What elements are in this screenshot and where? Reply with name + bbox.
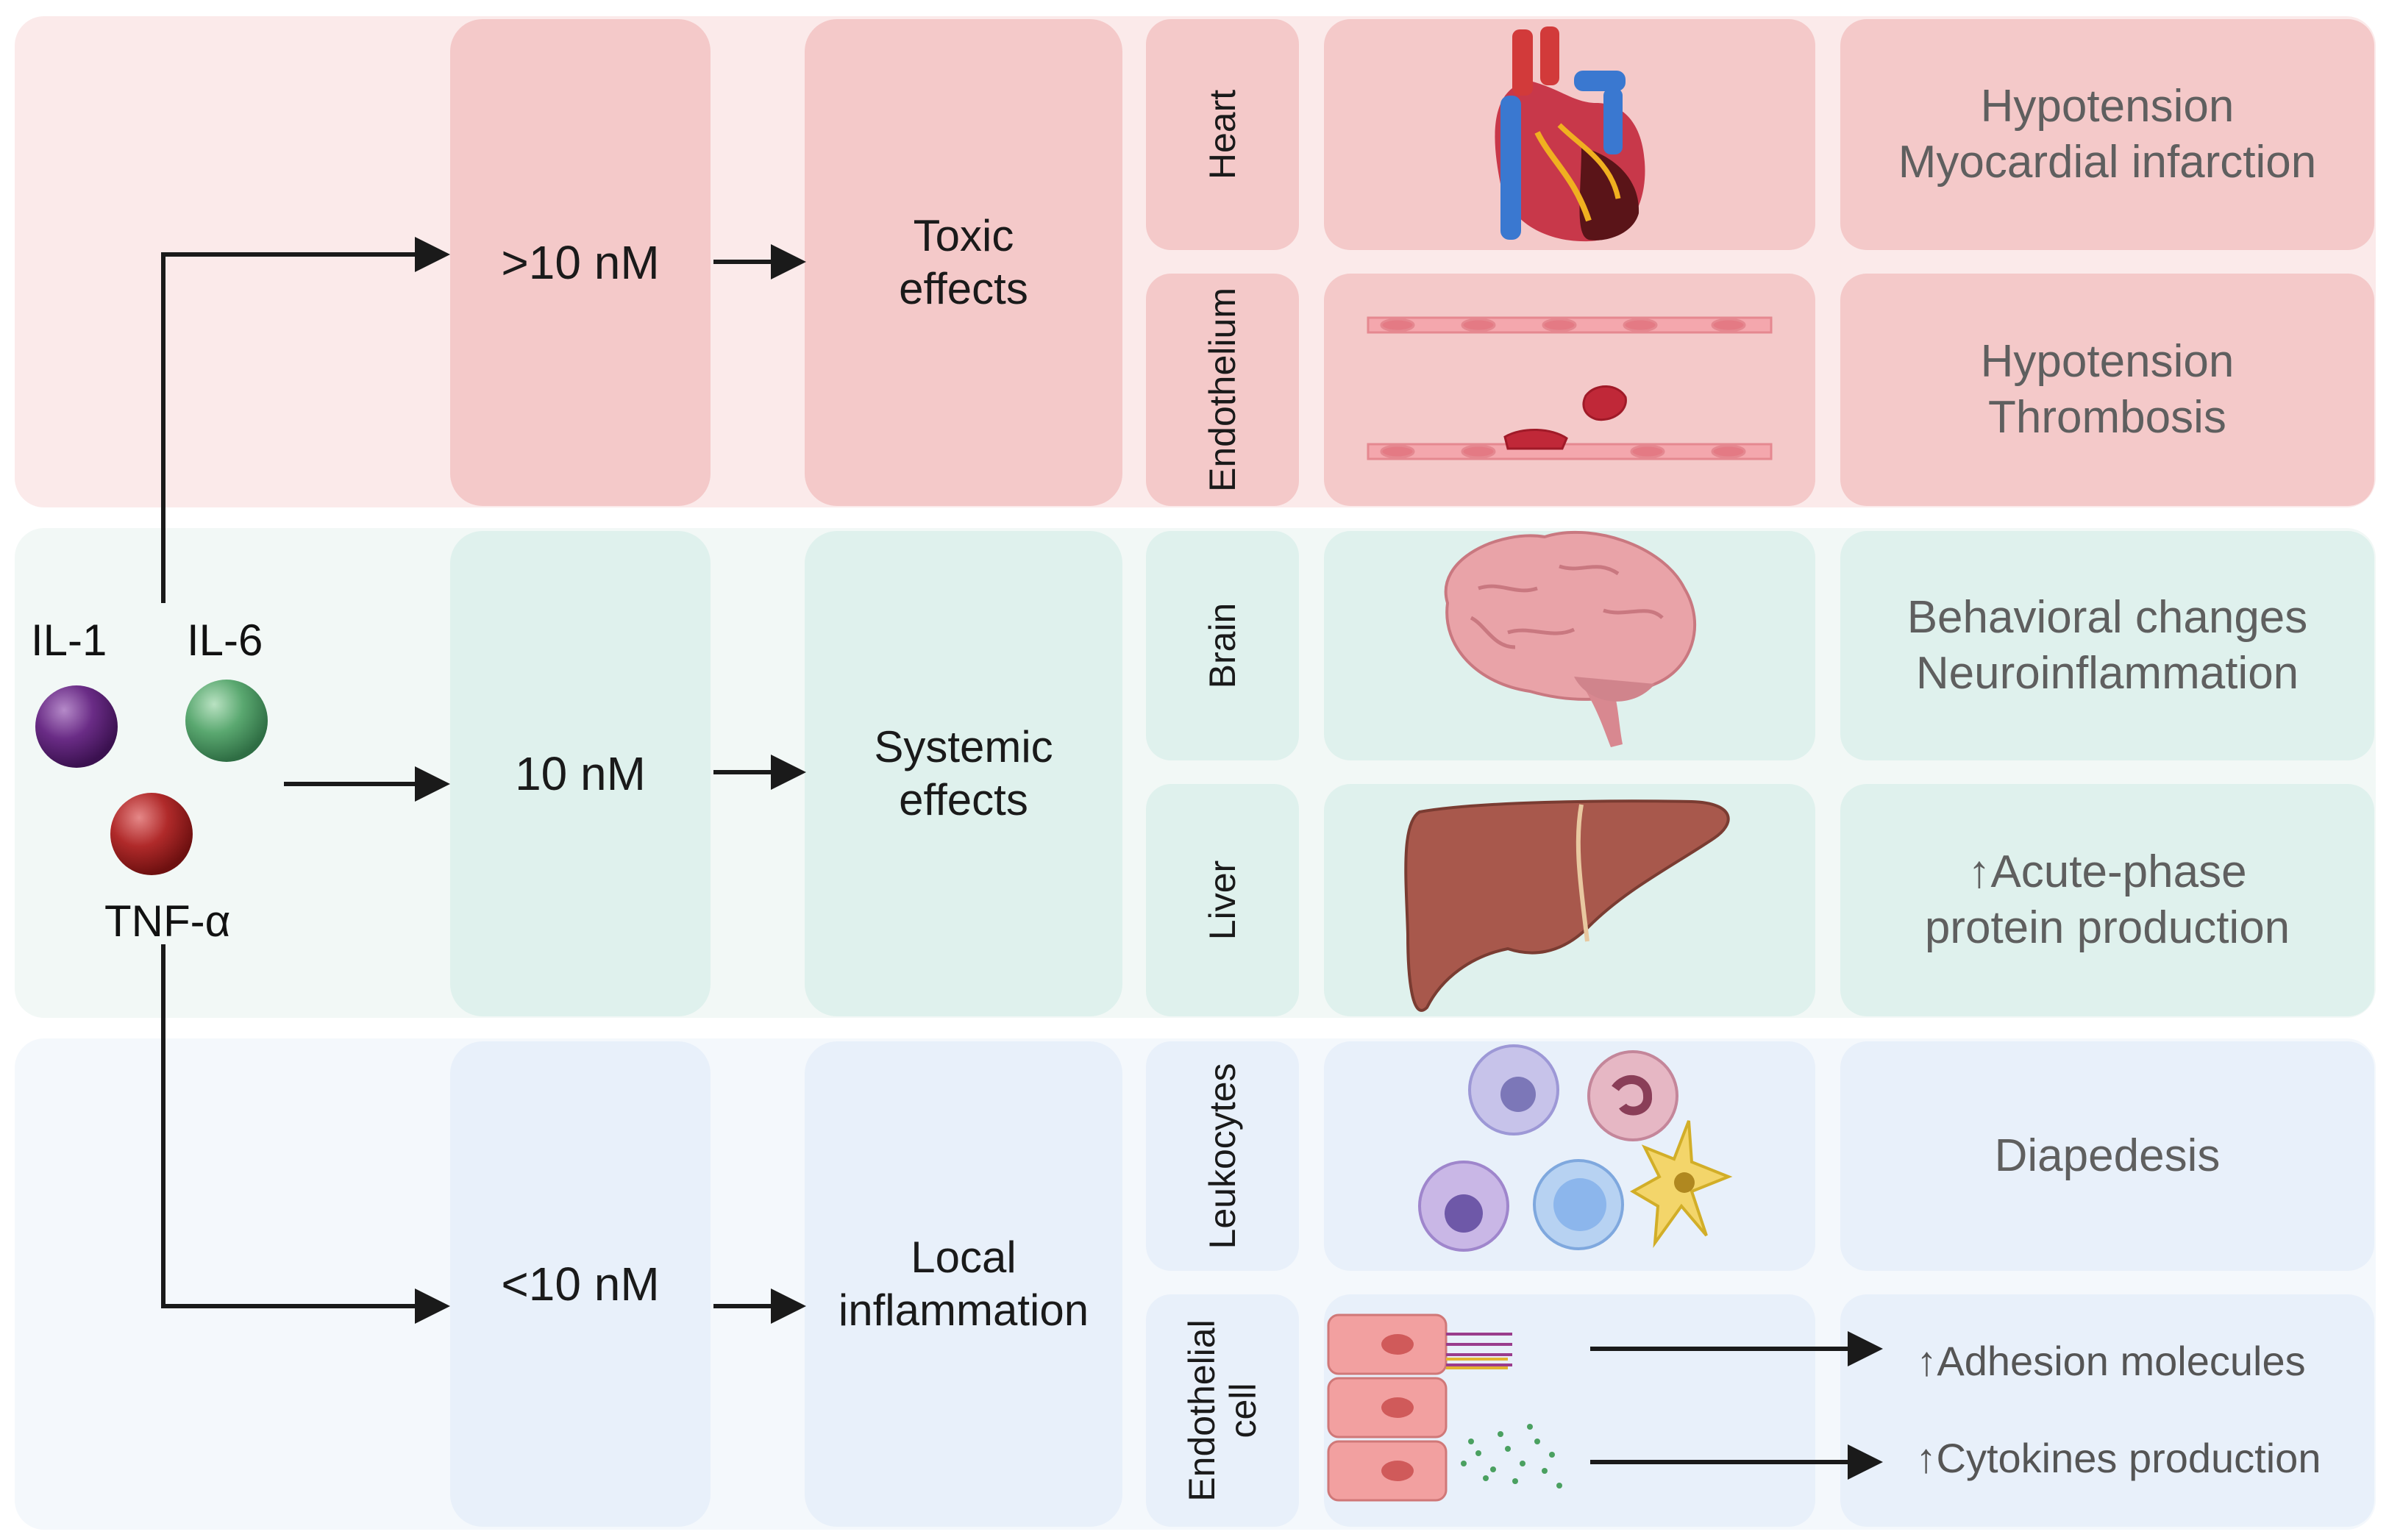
- outcome-endothelial: [1840, 1294, 2374, 1527]
- effect-systemic: Systemic effects: [805, 531, 1122, 1016]
- label-il6: IL-6: [187, 616, 263, 665]
- cytokine-arrows: [161, 237, 1883, 1480]
- heart-icon: [1495, 26, 1645, 242]
- organ-endothelial-cell: Endothelial cell: [1146, 1294, 1299, 1527]
- outcome-endothelium: Hypotension Thrombosis: [1840, 274, 2374, 506]
- endothelial-cells-icon: [1327, 1313, 1562, 1502]
- organ-leukocytes: Leukocytes: [1146, 1041, 1299, 1271]
- endothelium-icon: [1367, 316, 1773, 460]
- outcome-cytokines: ↑Cytokines production: [1915, 1434, 2321, 1481]
- outcome-heart: Hypotension Myocardial infarction: [1840, 19, 2374, 250]
- outcome-leukocytes: Diapedesis: [1840, 1041, 2374, 1271]
- outcome-adhesion: ↑Adhesion molecules: [1916, 1337, 2306, 1384]
- organ-brain: Brain: [1146, 531, 1299, 760]
- concentration-toxic: >10 nM: [450, 19, 711, 506]
- tnf-sphere-icon: [110, 793, 193, 875]
- outcome-brain: Behavioral changes Neuroinflammation: [1840, 531, 2374, 760]
- il6-sphere-icon: [185, 680, 268, 762]
- organ-heart: Heart: [1146, 19, 1299, 250]
- liver-icon: [1404, 799, 1730, 1012]
- brain-icon: [1444, 530, 1696, 747]
- outcome-liver: ↑Acute-phase protein production: [1840, 784, 2374, 1016]
- concentration-local: <10 nM: [450, 1041, 711, 1527]
- organ-liver: Liver: [1146, 784, 1299, 1016]
- organ-endothelium: Endothelium: [1146, 274, 1299, 506]
- il1-sphere-icon: [35, 685, 118, 768]
- label-tnf: TNF-α: [104, 896, 231, 946]
- concentration-systemic: 10 nM: [450, 531, 711, 1016]
- effect-local: Local inflammation: [805, 1041, 1122, 1527]
- image-box-endothelium: [1324, 274, 1815, 506]
- effect-toxic: Toxic effects: [805, 19, 1122, 506]
- label-il1: IL-1: [31, 616, 107, 665]
- leukocytes-icon: [1418, 1044, 1733, 1252]
